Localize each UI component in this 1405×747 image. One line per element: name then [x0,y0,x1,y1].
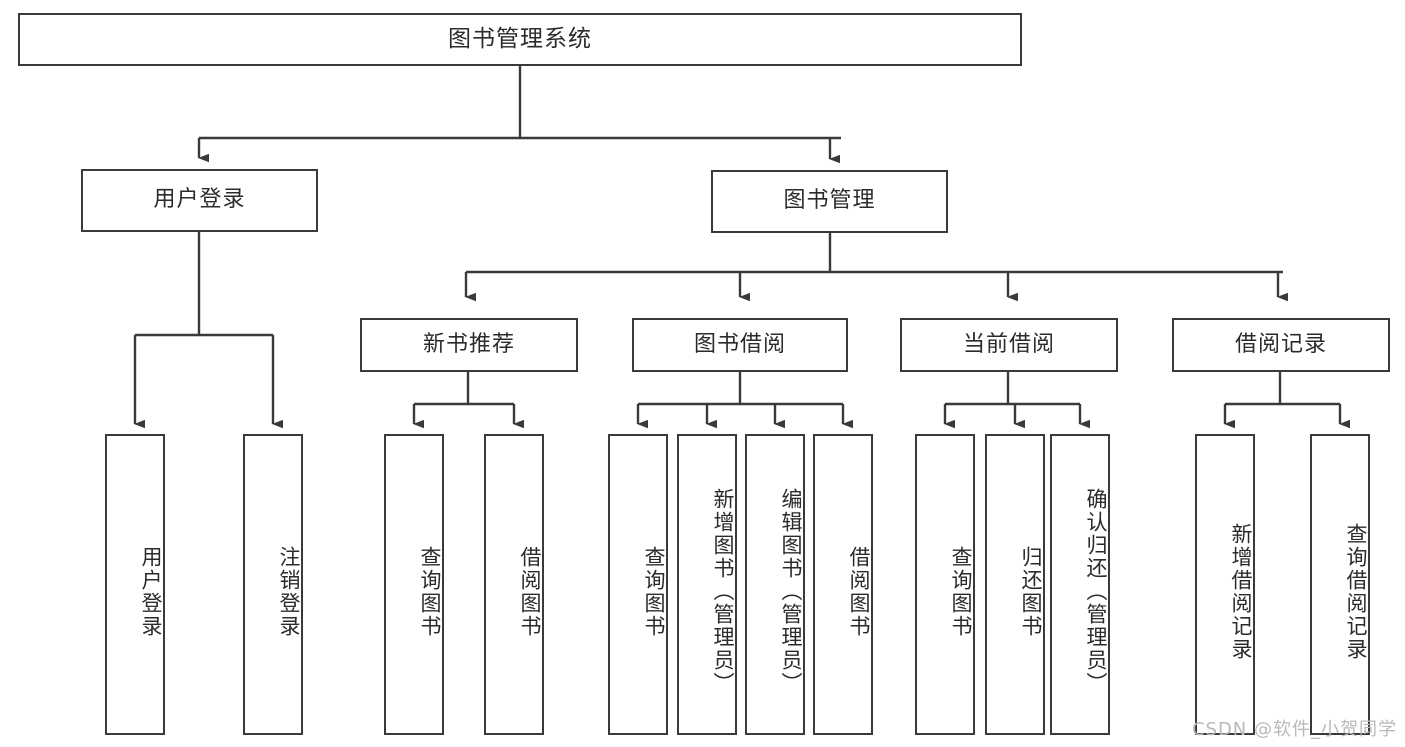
leaf-current-query-book[interactable]: 查询图书 [915,434,975,735]
node-current-borrow[interactable]: 当前借阅 [900,318,1118,372]
node-label: 新增借阅记录 [1229,522,1253,661]
node-label: 当前借阅 [962,331,1055,357]
node-label: 用户登录 [139,545,163,638]
node-label: 借阅记录 [1234,331,1327,357]
node-root-book-management-system[interactable]: 图书管理系统 [18,13,1022,66]
leaf-recommend-query-book[interactable]: 查询图书 [384,434,444,735]
node-label: 图书管理系统 [448,25,592,52]
node-new-book-recommend[interactable]: 新书推荐 [360,318,578,372]
csdn-watermark: CSDN @软件_小贺同学 [1191,719,1397,740]
node-label: 借阅图书 [847,545,871,638]
leaf-user-login[interactable]: 用户登录 [105,434,165,735]
node-label: 归还图书 [1019,545,1043,638]
node-label: 查询借阅记录 [1344,522,1368,661]
node-borrow-record[interactable]: 借阅记录 [1172,318,1390,372]
leaf-record-query-borrow-record[interactable]: 查询借阅记录 [1310,434,1370,735]
node-label: 借阅图书 [518,545,542,638]
leaf-user-logout[interactable]: 注销登录 [243,434,303,735]
node-label: 查询图书 [949,545,973,638]
leaf-borrow-add-book-admin[interactable]: 新增图书（管理员） [677,434,737,735]
node-label: 用户登录 [153,187,246,213]
leaf-borrow-lend-book[interactable]: 借阅图书 [813,434,873,735]
node-label: 查询图书 [642,545,666,638]
node-label: 新书推荐 [422,331,515,357]
node-user-login[interactable]: 用户登录 [81,169,318,232]
node-label: 图书管理 [783,188,876,214]
node-label: 确认归还（管理员） [1084,488,1108,695]
node-label: 注销登录 [277,545,301,638]
node-label: 编辑图书（管理员） [779,488,803,695]
node-label: 图书借阅 [693,331,786,357]
leaf-record-add-borrow-record[interactable]: 新增借阅记录 [1195,434,1255,735]
node-label: 新增图书（管理员） [711,488,735,695]
leaf-recommend-borrow-book[interactable]: 借阅图书 [484,434,544,735]
leaf-borrow-query-book[interactable]: 查询图书 [608,434,668,735]
leaf-current-return-book[interactable]: 归还图书 [985,434,1045,735]
node-book-borrow[interactable]: 图书借阅 [632,318,848,372]
leaf-borrow-edit-book-admin[interactable]: 编辑图书（管理员） [745,434,805,735]
node-label: 查询图书 [418,545,442,638]
node-book-management[interactable]: 图书管理 [711,170,948,233]
leaf-current-confirm-return-admin[interactable]: 确认归还（管理员） [1050,434,1110,735]
